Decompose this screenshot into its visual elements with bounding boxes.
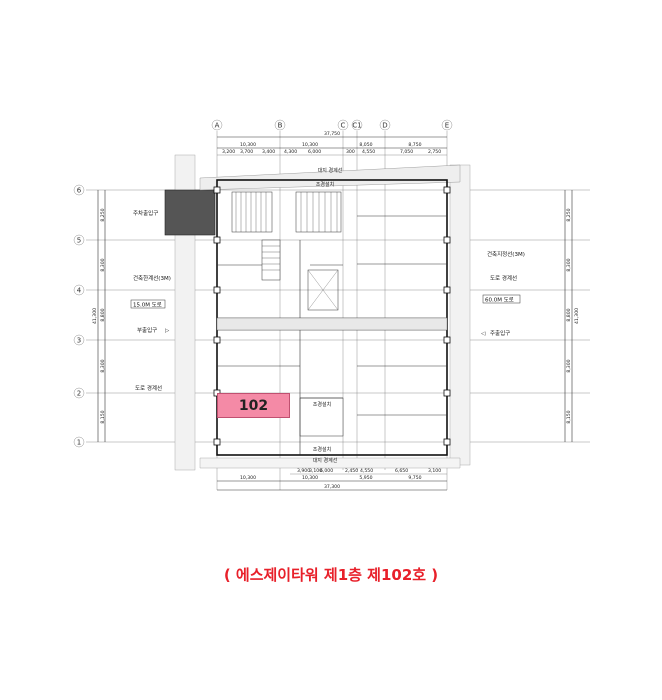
svg-text:10,300: 10,300	[302, 142, 318, 148]
svg-text:조경설치: 조경설치	[313, 401, 331, 408]
svg-text:8,050: 8,050	[359, 142, 372, 148]
unit-102-highlight: 102	[217, 393, 290, 418]
axis-a: A	[215, 122, 220, 130]
svg-text:41,300: 41,300	[92, 308, 98, 324]
svg-text:8,250: 8,250	[100, 208, 106, 221]
svg-text:4,550: 4,550	[360, 468, 373, 474]
left-dimensions: 41,300 8,250 8,300 8,800 8,300 8,150	[92, 190, 106, 442]
sub-entrance-label: 부출입구	[137, 326, 157, 334]
parking-entrance-label: 주차출입구	[133, 209, 158, 217]
svg-text:3,900: 3,900	[297, 468, 310, 474]
svg-text:8,300: 8,300	[566, 258, 572, 271]
svg-text:8,250: 8,250	[566, 208, 572, 221]
svg-text:도로 경계선: 도로 경계선	[135, 384, 162, 392]
svg-text:5,950: 5,950	[359, 475, 372, 481]
right-labels: 건축지정선(3M) 도로 경계선 60.0M 도로 ◁ 주출입구	[481, 250, 525, 337]
svg-text:8,800: 8,800	[100, 308, 106, 321]
svg-text:5: 5	[77, 237, 81, 245]
svg-text:도로 경계선: 도로 경계선	[490, 274, 517, 282]
svg-text:대지 경계선: 대지 경계선	[313, 457, 338, 464]
svg-text:10,300: 10,300	[240, 142, 256, 148]
svg-text:3,200: 3,200	[222, 149, 235, 155]
svg-text:3,400: 3,400	[262, 149, 275, 155]
column-axes: A B C C1 D E	[211, 119, 453, 131]
svg-text:6,000: 6,000	[320, 468, 333, 474]
svg-text:8,300: 8,300	[100, 359, 106, 372]
axis-e: E	[445, 122, 449, 130]
svg-text:9,750: 9,750	[408, 475, 421, 481]
svg-text:대지 경계선: 대지 경계선	[318, 167, 343, 174]
axis-c: C	[341, 122, 346, 130]
svg-text:6,000: 6,000	[308, 149, 321, 155]
svg-text:1: 1	[77, 439, 81, 447]
road-15m-label: 15.0M 도로	[133, 302, 162, 309]
svg-text:8,300: 8,300	[566, 359, 572, 372]
svg-text:▷: ▷	[165, 328, 170, 334]
caption: ( 에스제이타워 제1층 제102호 )	[223, 566, 439, 584]
svg-text:3,100: 3,100	[428, 468, 441, 474]
svg-text:3,100: 3,100	[309, 468, 322, 474]
svg-text:4,300: 4,300	[284, 149, 297, 155]
svg-text:3,700: 3,700	[240, 149, 253, 155]
main-entrance-label: 주출입구	[490, 329, 510, 337]
inner-labels: 대지 경계선 조경설치 조경설치 조경설치 대지 경계선	[313, 167, 343, 464]
building	[164, 154, 471, 471]
svg-text:41,300: 41,300	[574, 308, 580, 324]
svg-text:37,300: 37,300	[324, 484, 340, 490]
row-axes: 6 5 4 3 2 1	[73, 184, 85, 448]
svg-text:◁: ◁	[481, 331, 486, 337]
svg-text:300: 300	[346, 149, 355, 155]
top-dimensions: 37,750 10,300 10,300 8,050 8,750 3,200 3…	[217, 131, 447, 156]
svg-text:8,800: 8,800	[566, 308, 572, 321]
svg-text:10,300: 10,300	[302, 475, 318, 481]
svg-text:6,650: 6,650	[395, 468, 408, 474]
axis-c1: C1	[352, 122, 361, 130]
svg-text:조경설치: 조경설치	[313, 446, 331, 453]
svg-text:건축지정선(3M): 건축지정선(3M)	[487, 250, 525, 258]
parking-ramp	[164, 189, 216, 236]
right-dimensions: 41,300 8,250 8,300 8,800 8,300 8,150	[564, 190, 580, 442]
svg-text:3: 3	[77, 337, 81, 345]
svg-text:10,300: 10,300	[240, 475, 256, 481]
svg-text:8,150: 8,150	[100, 410, 106, 423]
svg-text:6: 6	[77, 187, 82, 195]
svg-text:조경설치: 조경설치	[316, 181, 334, 188]
axis-b: B	[278, 122, 283, 130]
road-60m-label: 60.0M 도로	[485, 297, 514, 304]
axis-d: D	[382, 122, 387, 130]
svg-text:2: 2	[77, 390, 81, 398]
svg-text:7,050: 7,050	[400, 149, 413, 155]
svg-text:2,450: 2,450	[345, 468, 358, 474]
svg-text:8,300: 8,300	[100, 258, 106, 271]
svg-text:4: 4	[77, 287, 82, 295]
svg-text:2,750: 2,750	[428, 149, 441, 155]
svg-text:37,750: 37,750	[324, 131, 340, 137]
svg-text:건축한계선(3M): 건축한계선(3M)	[133, 274, 171, 282]
left-labels: 주차출입구 건축한계선(3M) 15.0M 도로 부출입구 ▷ 도로 경계선	[130, 209, 171, 392]
svg-text:4,550: 4,550	[362, 149, 375, 155]
bottom-dimensions: 3,900 3,100 6,000 2,450 4,550 6,650 3,10…	[217, 468, 447, 491]
svg-text:8,150: 8,150	[566, 410, 572, 423]
svg-text:8,750: 8,750	[408, 142, 421, 148]
